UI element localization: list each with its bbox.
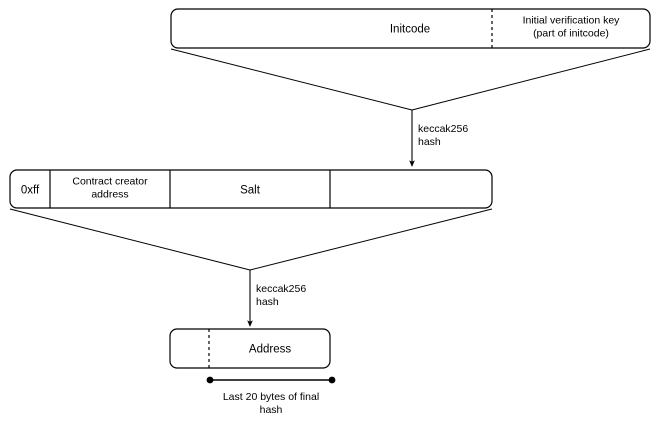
initcode-box: Initcode Initial verification key (part … xyxy=(170,8,651,49)
address-span-measure-dot-left xyxy=(206,376,214,384)
preimage-box-outline xyxy=(9,169,493,209)
creator-address-cell-label-line2: address xyxy=(91,189,128,201)
creator-address-cell-label-line1: Contract creator xyxy=(72,176,148,188)
address-span-measure: Last 20 bytes of final hash xyxy=(206,376,336,416)
preimage-funnel-left-line xyxy=(9,208,251,271)
preimage-box: 0xff Contract creator address Salt xyxy=(9,169,493,209)
initcode-funnel xyxy=(170,48,651,111)
address-cell-label: Address xyxy=(249,344,291,356)
second-hash-arrow: keccak256 hash xyxy=(247,270,306,327)
first-hash-arrow-label-line2: hash xyxy=(418,136,441,148)
address-box-outline xyxy=(169,328,331,369)
address-span-caption-line1: Last 20 bytes of final xyxy=(223,391,319,403)
second-hash-arrow-label-line2: hash xyxy=(256,296,279,308)
first-hash-arrow-label-line1: keccak256 xyxy=(418,123,468,135)
second-hash-arrow-label-line1: keccak256 xyxy=(256,283,306,295)
preimage-funnel-right-line xyxy=(249,208,493,271)
initcode-funnel-left-line xyxy=(170,48,413,111)
first-hash-arrow: keccak256 hash xyxy=(409,110,468,167)
address-span-measure-dot-right xyxy=(328,376,336,384)
initcode-funnel-right-line xyxy=(411,48,651,111)
address-box: Address xyxy=(169,328,331,369)
initcode-box-outline xyxy=(170,8,651,49)
preimage-funnel xyxy=(9,208,493,271)
verification-key-cell-label-line1: Initial verification key xyxy=(523,15,621,27)
verification-key-cell-label-line2: (part of initcode) xyxy=(533,28,609,40)
prefix-cell-label: 0xff xyxy=(21,185,40,197)
initcode-cell-label: Initcode xyxy=(390,24,430,36)
salt-cell-label: Salt xyxy=(240,185,261,197)
address-span-caption-line2: hash xyxy=(260,404,283,416)
